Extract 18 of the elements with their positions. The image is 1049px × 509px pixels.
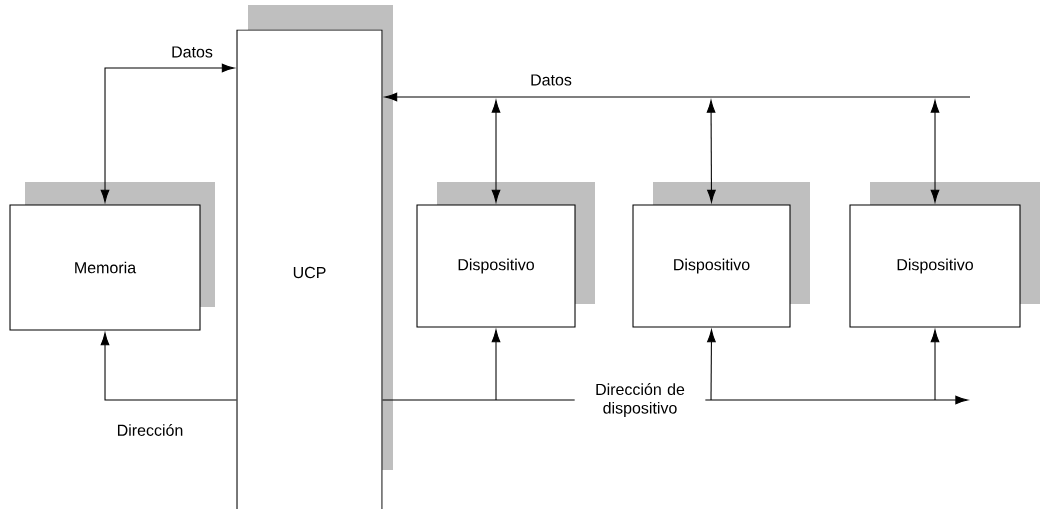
edge-label: Datos [169,44,215,60]
arrow [706,100,716,203]
edge-label: Dirección de dispositivo [574,381,706,419]
arrow [100,63,235,203]
device-box: Dispositivo [849,204,1021,328]
arrow [707,329,716,401]
arrow [491,329,501,401]
arrow [930,100,940,203]
arrow [491,100,501,203]
cpu-box: UCP [236,29,383,509]
edge-label: Dirección [114,422,186,438]
device-box: Dispositivo [632,204,791,328]
memory-box: Memoria [9,204,201,331]
arrow [930,329,940,401]
edge-label: Datos [528,72,574,88]
device-box: Dispositivo [416,204,576,328]
arrow [100,332,237,401]
arrow [384,92,971,102]
